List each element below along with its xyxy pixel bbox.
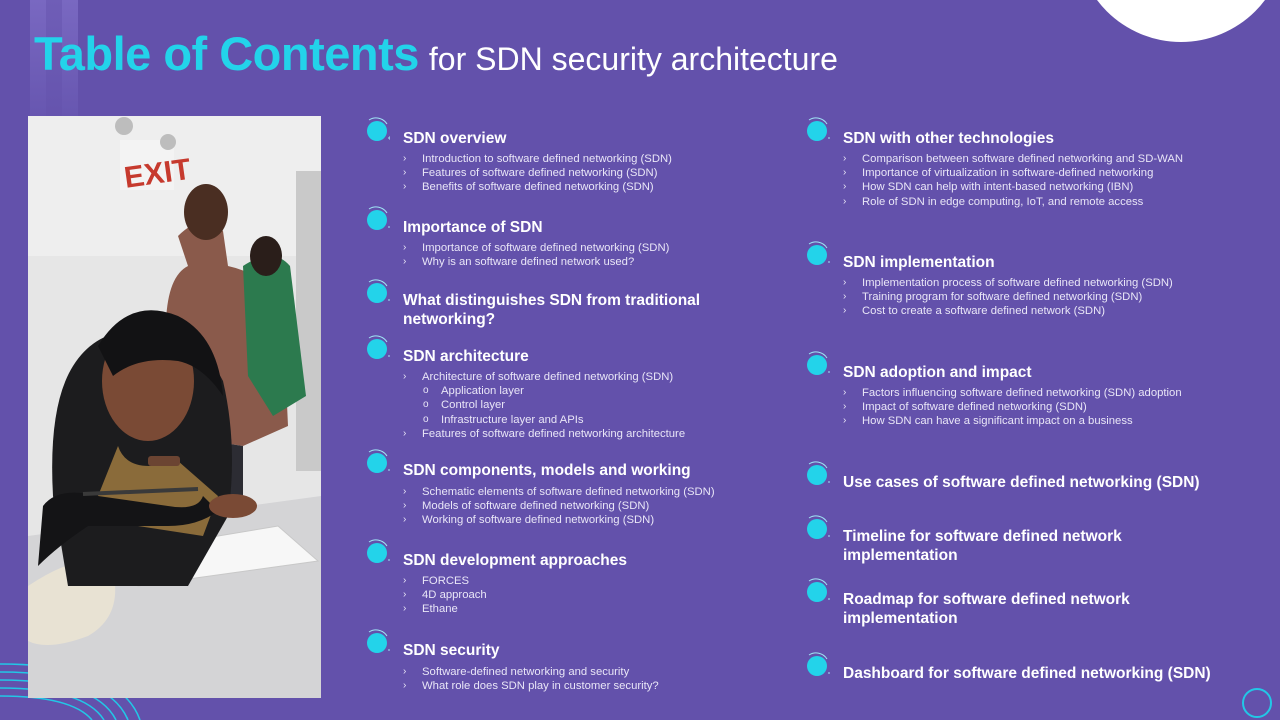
cyan-circle-arrow-icon bbox=[367, 206, 390, 230]
section-heading: Use cases of software defined networking… bbox=[843, 474, 1200, 491]
list-item: ›Implementation process of software defi… bbox=[843, 277, 1173, 289]
decorative-stripe bbox=[30, 0, 46, 118]
title-sub: for SDN security architecture bbox=[428, 41, 838, 77]
list-item: ›Importance of virtualization in softwar… bbox=[843, 167, 1154, 180]
decorative-stripe bbox=[46, 0, 62, 118]
list-item: ›Working of software defined networking … bbox=[403, 514, 655, 527]
cyan-circle-arrow-icon bbox=[807, 351, 830, 375]
list-item: ›Introduction to software defined networ… bbox=[403, 153, 672, 165]
section-heading: SDN components, models and working bbox=[403, 462, 691, 479]
list-item: ›FORCES bbox=[403, 575, 470, 587]
cyan-circle-arrow-icon bbox=[367, 117, 390, 141]
list-item: ›4D approach bbox=[403, 589, 487, 602]
section-heading: Importance of SDN bbox=[403, 219, 543, 236]
list-item: ›Impact of software defined networking (… bbox=[843, 401, 1087, 414]
cyan-circle-arrow-icon bbox=[807, 652, 830, 676]
cyan-circle-arrow-icon bbox=[807, 241, 830, 265]
section-heading: SDN implementation bbox=[843, 254, 995, 271]
title-main: Table of Contents bbox=[34, 27, 419, 80]
list-item: ›Why is an software defined network used… bbox=[403, 256, 635, 269]
decorative-ring bbox=[1242, 688, 1272, 718]
list-item: ›How SDN can have a significant impact o… bbox=[843, 415, 1133, 428]
section-heading: SDN with other technologies bbox=[843, 130, 1054, 147]
list-item: ›Cost to create a software defined netwo… bbox=[843, 305, 1105, 318]
section-heading: SDN development approaches bbox=[403, 552, 627, 569]
list-item: ›Software-defined networking and securit… bbox=[403, 666, 630, 678]
list-item: ›Architecture of software defined networ… bbox=[403, 371, 674, 383]
section-heading: Dashboard for software defined networkin… bbox=[843, 665, 1211, 682]
cyan-circle-arrow-icon bbox=[367, 629, 390, 653]
cyan-circle-arrow-icon bbox=[367, 279, 390, 303]
cyan-circle-arrow-icon bbox=[807, 461, 830, 485]
section-heading: SDN adoption and impact bbox=[843, 364, 1032, 381]
list-item: ›Training program for software defined n… bbox=[843, 291, 1143, 304]
list-item: ›Schematic elements of software defined … bbox=[403, 486, 715, 498]
list-item: ›Ethane bbox=[403, 603, 458, 616]
person-writing-photo: EXIT bbox=[28, 116, 321, 698]
decorative-stripe bbox=[62, 0, 78, 118]
section-heading: SDN architecture bbox=[403, 348, 529, 365]
list-item: ›Models of software defined networking (… bbox=[403, 500, 650, 513]
cyan-circle-arrow-icon bbox=[367, 335, 390, 359]
cyan-circle-arrow-icon bbox=[807, 578, 830, 602]
list-item: ›Benefits of software defined networking… bbox=[403, 181, 654, 194]
cyan-circle-arrow-icon bbox=[367, 449, 390, 473]
section-heading: SDN security bbox=[403, 642, 500, 659]
list-item: ›How SDN can help with intent-based netw… bbox=[843, 181, 1134, 194]
list-item: ›Features of software defined networking… bbox=[403, 167, 658, 180]
list-item: ›What role does SDN play in customer sec… bbox=[403, 680, 659, 693]
list-item: ›Comparison between software defined net… bbox=[843, 153, 1184, 165]
cyan-circle-arrow-icon bbox=[807, 117, 830, 141]
decorative-corner-circle bbox=[1076, 0, 1280, 42]
cyan-circle-arrow-icon bbox=[807, 515, 830, 539]
list-item: ›Features of software defined networking… bbox=[403, 427, 686, 440]
list-item: ›Role of SDN in edge computing, IoT, and… bbox=[843, 195, 1144, 208]
section-heading: SDN overview bbox=[403, 130, 507, 147]
cyan-circle-arrow-icon bbox=[367, 539, 390, 563]
list-item: ›Factors influencing software defined ne… bbox=[843, 387, 1182, 399]
list-item: ›Importance of software defined networki… bbox=[403, 242, 670, 254]
